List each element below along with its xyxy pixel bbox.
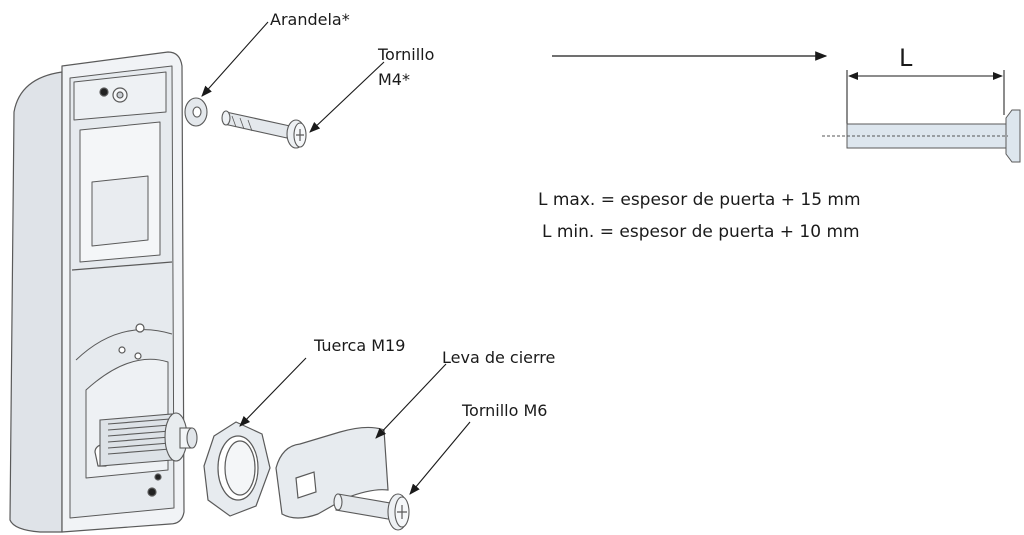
screw-m4-label-line2: M4* bbox=[378, 70, 410, 89]
leader-lines bbox=[201, 21, 471, 495]
leader-washer bbox=[201, 21, 269, 97]
nut-m19-part bbox=[203, 421, 271, 517]
screw-length-detail bbox=[552, 51, 1021, 163]
lock-cylinder bbox=[99, 412, 198, 467]
screw-m6-label: Tornillo M6 bbox=[462, 401, 548, 420]
washer-label: Arandela* bbox=[270, 10, 350, 29]
screw-m6-part bbox=[333, 493, 410, 531]
cam-part bbox=[275, 426, 389, 519]
screw-m4-part bbox=[221, 110, 307, 149]
dimension-symbol: L bbox=[899, 44, 913, 72]
lock-housing bbox=[9, 51, 185, 533]
formula-min: L min. = espesor de puerta + 10 mm bbox=[542, 222, 860, 242]
nut-m19-label: Tuerca M19 bbox=[314, 336, 406, 355]
screw-m4-label-line1: Tornillo bbox=[378, 45, 435, 64]
leader-screw-m6 bbox=[409, 421, 471, 495]
washer-part bbox=[184, 97, 208, 127]
cam-label: Leva de cierre bbox=[442, 348, 556, 367]
leader-cam bbox=[375, 363, 447, 439]
formula-max: L max. = espesor de puerta + 15 mm bbox=[538, 190, 861, 210]
leader-nut bbox=[239, 357, 307, 427]
leader-screw-m4 bbox=[309, 61, 385, 133]
